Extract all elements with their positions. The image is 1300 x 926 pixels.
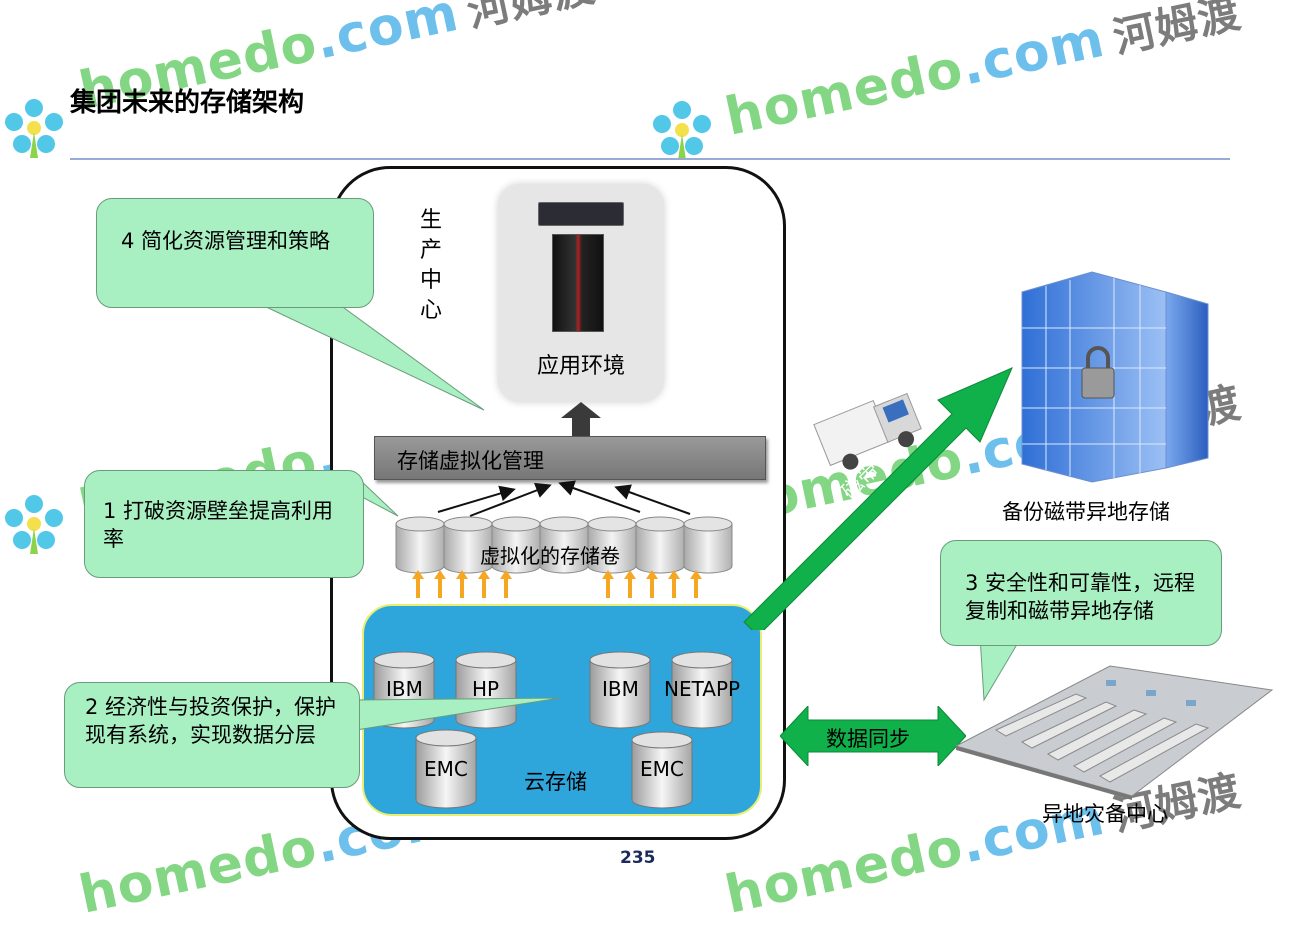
cloud-storage-label: 云存储	[524, 770, 587, 794]
server-rack-icon	[538, 202, 624, 226]
callout-1-break-silos: 1 打破资源壁垒提高利用率	[84, 470, 364, 578]
homedo-logo-icon	[5, 99, 63, 158]
storage-array-netapp: NETAPP	[664, 677, 741, 701]
callout-4-simplify-management: 4 简化资源管理和策略	[96, 198, 374, 308]
tape-backup-arrow	[743, 367, 1013, 630]
server-tower-icon	[552, 234, 604, 332]
storage-virtualization-bar: 存储虚拟化管理	[374, 436, 766, 480]
storage-array-hp: HP	[472, 677, 500, 701]
page-title: 集团未来的存储架构	[70, 88, 305, 118]
homedo-logo-icon	[653, 101, 711, 160]
up-arrow-icon	[561, 402, 601, 436]
dr-center-label: 异地灾备中心	[1042, 802, 1168, 826]
data-sync-label: 数据同步	[826, 727, 910, 751]
virtual-volume-label: 虚拟化的存储卷	[480, 544, 620, 568]
callout-2-investment-protection: 2 经济性与投资保护，保护现有系统，实现数据分层	[64, 682, 360, 788]
production-center-label: 生产中心	[419, 208, 442, 323]
datacenter-floor-icon	[956, 665, 1274, 800]
homedo-logo-icon	[5, 495, 63, 554]
callout-tails	[261, 304, 561, 731]
callout-3-tail	[979, 636, 1023, 702]
backup-site-label: 备份磁带异地存储	[1002, 500, 1170, 524]
storage-virtualization-label: 存储虚拟化管理	[397, 449, 544, 473]
storage-array-ibm-1: IBM	[386, 677, 423, 701]
storage-array-ibm-2: IBM	[602, 677, 639, 701]
volume-to-mgmt-arrows	[437, 480, 691, 517]
title-divider	[70, 158, 1230, 160]
page-number: 235	[620, 848, 656, 868]
callout-3-security-reliability: 3 安全性和可靠性，远程复制和磁带异地存储	[940, 540, 1222, 646]
storage-arrays	[373, 651, 733, 809]
locked-building-icon	[1021, 271, 1209, 483]
storage-array-emc-2: EMC	[640, 757, 684, 781]
app-environment-label: 应用环境	[536, 354, 625, 379]
storage-array-emc-1: EMC	[424, 757, 468, 781]
orange-up-arrows	[412, 570, 702, 598]
delivery-truck-icon	[813, 392, 922, 470]
virtual-volumes	[395, 516, 733, 574]
data-sync-arrow	[780, 706, 966, 766]
